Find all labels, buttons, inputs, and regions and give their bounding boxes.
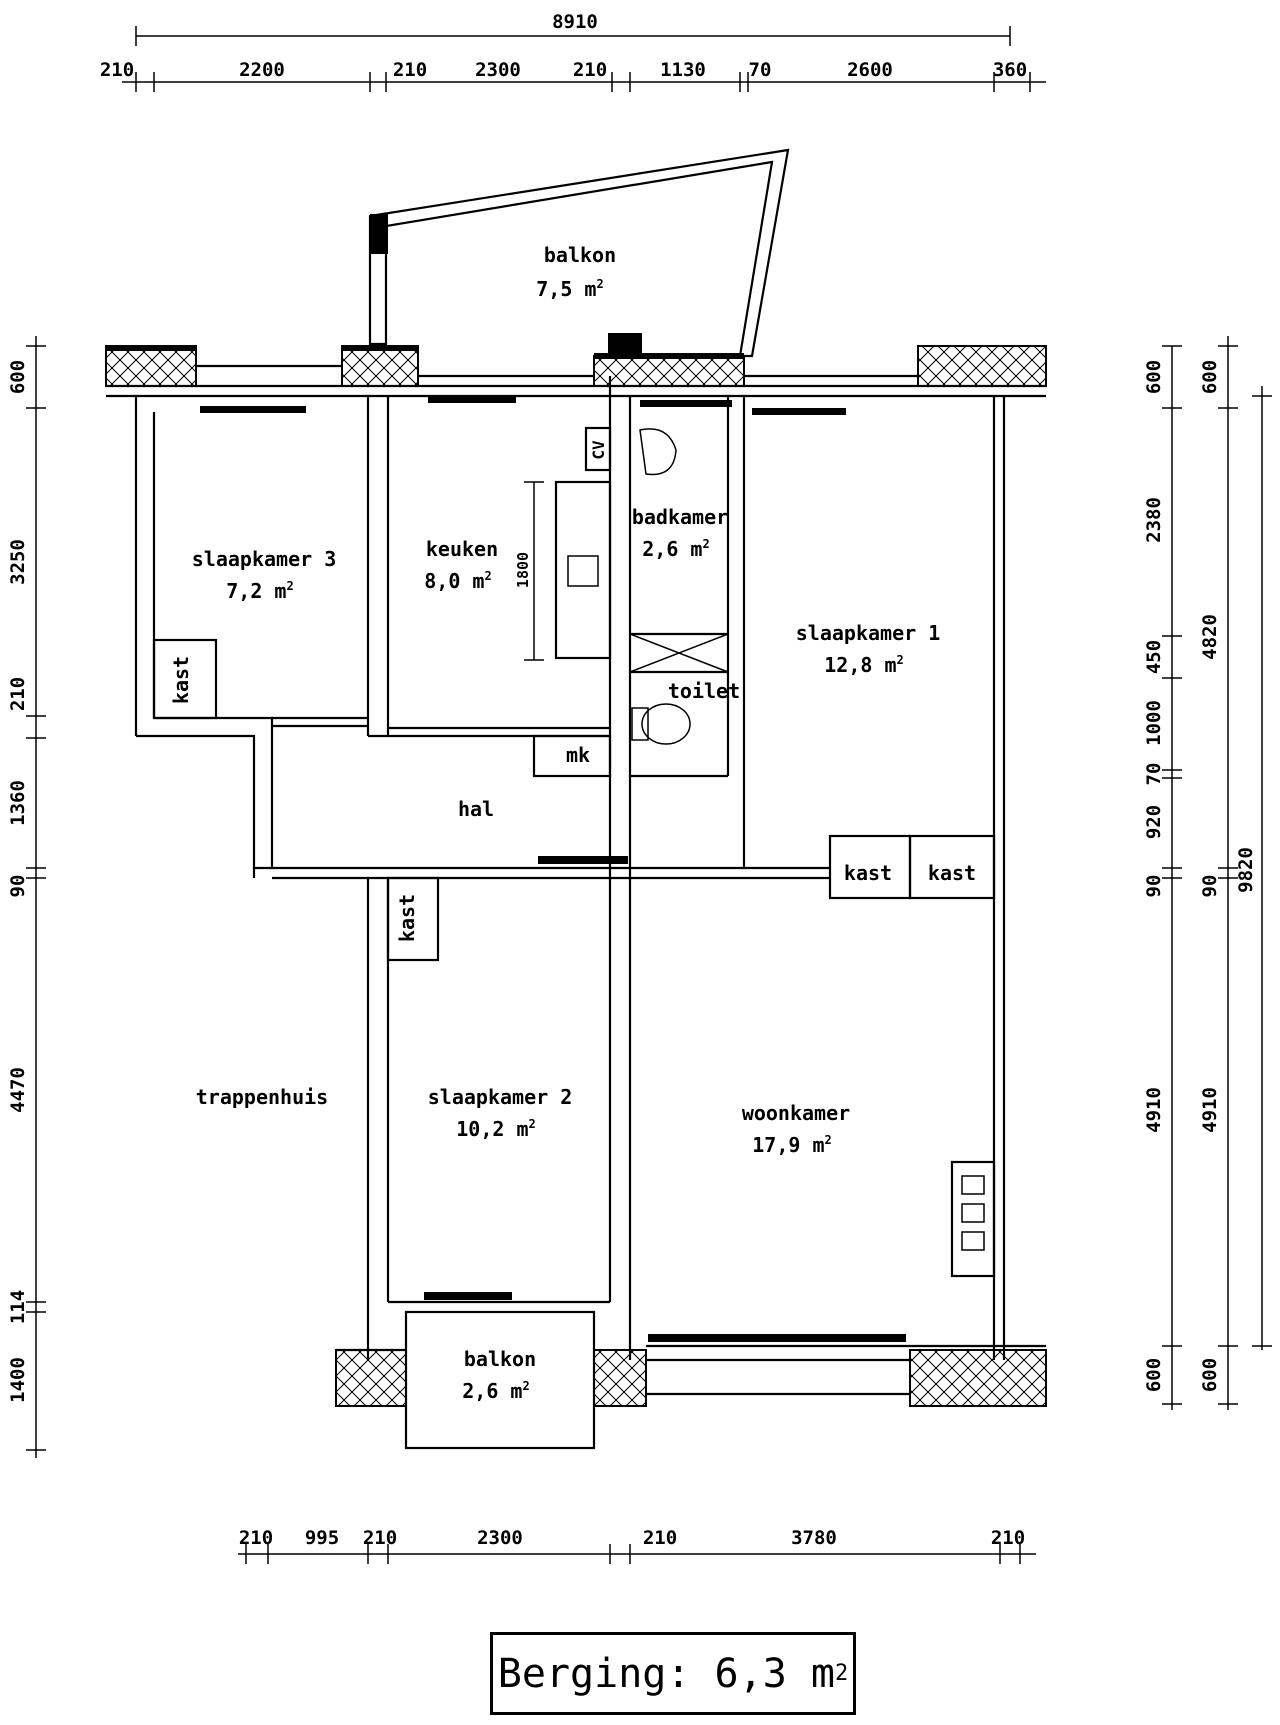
hal-name: hal bbox=[458, 797, 494, 821]
badkamer-area: 2,6 m2 bbox=[642, 537, 709, 561]
dim-right2-5: 600 bbox=[1199, 1358, 1221, 1392]
berging-label: Berging: 6,3 m bbox=[497, 1650, 835, 1697]
keuken-name: keuken bbox=[426, 537, 498, 561]
walls bbox=[105, 148, 1047, 1450]
woonkamer-name: woonkamer bbox=[742, 1101, 850, 1125]
dim-left-4: 1360 bbox=[7, 780, 29, 826]
kast-right-b-name: kast bbox=[928, 861, 976, 885]
slaapkamer1-name: slaapkamer 1 bbox=[796, 621, 941, 645]
woonkamer-area: 17,9 m2 bbox=[752, 1133, 831, 1157]
dim-top-4: 2300 bbox=[475, 59, 521, 81]
kast-left-name: kast bbox=[169, 656, 193, 704]
dim-bottom-7: 210 bbox=[991, 1527, 1025, 1549]
dim-left-2: 3250 bbox=[7, 539, 29, 585]
dim-right-total: 9820 bbox=[1235, 847, 1257, 893]
cv-name: CV bbox=[589, 440, 608, 460]
slaapkamer3-name: slaapkamer 3 bbox=[192, 547, 337, 571]
slaapkamer2-area: 10,2 m2 bbox=[456, 1117, 535, 1141]
dim-top-5: 210 bbox=[573, 59, 607, 81]
dim-right1-7: 90 bbox=[1143, 875, 1165, 898]
dimension-lines-right bbox=[1162, 336, 1272, 1410]
badkamer-name: badkamer bbox=[632, 505, 728, 529]
kast-hal-name: kast bbox=[395, 894, 419, 942]
slaapkamer2-name: slaapkamer 2 bbox=[428, 1085, 573, 1109]
dim-top-1: 210 bbox=[100, 59, 134, 81]
dim-bottom-6: 3780 bbox=[791, 1527, 837, 1549]
dim-bottom-3: 210 bbox=[363, 1527, 397, 1549]
dim-top-total: 8910 bbox=[552, 11, 598, 33]
dim-right2-4: 4910 bbox=[1199, 1087, 1221, 1133]
dim-right1-4: 1000 bbox=[1143, 700, 1165, 746]
dim-right1-3: 450 bbox=[1143, 640, 1165, 674]
dim-top-6: 1130 bbox=[660, 59, 706, 81]
dim-left-6: 4470 bbox=[7, 1067, 29, 1113]
dim-top-2: 2200 bbox=[239, 59, 285, 81]
dim-bottom-5: 210 bbox=[643, 1527, 677, 1549]
dim-top-3: 210 bbox=[393, 59, 427, 81]
room-labels: balkon 7,5 m2 slaapkamer 3 7,2 m2 keuken… bbox=[169, 243, 976, 1403]
dimension-lines-bottom bbox=[238, 1544, 1036, 1564]
dimension-labels: 8910 210 2200 210 2300 210 1130 70 2600 … bbox=[7, 11, 1257, 1549]
dim-right2-1: 600 bbox=[1199, 360, 1221, 394]
dim-left-3: 210 bbox=[7, 677, 29, 711]
dim-right2-3: 90 bbox=[1199, 875, 1221, 898]
balkon-top-name: balkon bbox=[544, 243, 616, 267]
dim-left-5: 90 bbox=[7, 875, 29, 898]
dim-right1-9: 600 bbox=[1143, 1358, 1165, 1392]
dim-top-9: 360 bbox=[993, 59, 1027, 81]
keuken-area: 8,0 m2 bbox=[424, 569, 491, 593]
berging-unit-sup: 2 bbox=[834, 1661, 849, 1686]
dim-left-8: 1400 bbox=[7, 1357, 29, 1403]
dim-left-7: 114 bbox=[7, 1290, 29, 1324]
dim-bottom-2: 995 bbox=[305, 1527, 339, 1549]
toilet-name: toilet bbox=[668, 679, 740, 703]
dim-bottom-1: 210 bbox=[239, 1527, 273, 1549]
dim-right1-6: 920 bbox=[1143, 805, 1165, 839]
balkon-top-area: 7,5 m2 bbox=[536, 277, 603, 301]
dim-right2-2: 4820 bbox=[1199, 614, 1221, 660]
balkon-bottom-name: balkon bbox=[464, 1347, 536, 1371]
dim-top-7: 70 bbox=[749, 59, 772, 81]
mk-name: mk bbox=[566, 743, 590, 767]
slaapkamer1-area: 12,8 m2 bbox=[824, 653, 903, 677]
trappenhuis-name: trappenhuis bbox=[196, 1085, 328, 1109]
dim-bottom-4: 2300 bbox=[477, 1527, 523, 1549]
dimension-lines-left bbox=[26, 336, 46, 1458]
dim-right1-1: 600 bbox=[1143, 360, 1165, 394]
slaapkamer3-area: 7,2 m2 bbox=[226, 579, 293, 603]
dim-right1-2: 2380 bbox=[1143, 497, 1165, 543]
dim-left-1: 600 bbox=[7, 360, 29, 394]
balkon-bottom-area: 2,6 m2 bbox=[462, 1379, 529, 1403]
kast-right-a-name: kast bbox=[844, 861, 892, 885]
dim-right1-8: 4910 bbox=[1143, 1087, 1165, 1133]
dim-inner-1800: 1800 bbox=[514, 552, 532, 588]
dim-top-8: 2600 bbox=[847, 59, 893, 81]
dimension-lines-top bbox=[122, 26, 1046, 92]
dim-right1-5: 70 bbox=[1143, 763, 1165, 786]
